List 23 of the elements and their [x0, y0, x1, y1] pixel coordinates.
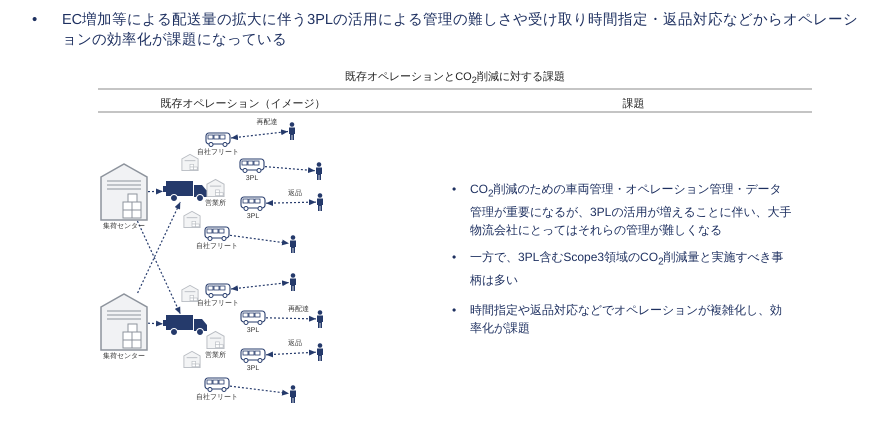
bullet-text: EC増加等による配送量の拡大に伴う3PLの活用による管理の難しさや受け取り時間指定・返品対応などからオペレーションの効率化が課題になっている: [62, 10, 859, 50]
bullet-marker: •: [452, 181, 456, 198]
dotted-arrow: [266, 350, 316, 358]
dotted-arrow: [148, 188, 163, 194]
column-header: 既存オペレーション（イメージ）: [160, 98, 326, 110]
dotted-arrow: [266, 199, 316, 206]
dotted-arrow: [266, 316, 316, 322]
bullet-marker: •: [452, 249, 456, 266]
dotted-arrow: [137, 202, 181, 294]
dotted-arrow: [230, 386, 290, 396]
dotted-arrow: [230, 280, 290, 292]
column-header: 課題: [622, 98, 644, 110]
dotted-arrow: [264, 166, 316, 174]
bullet-text: CO$_{2}$削減のための車両管理・オペレーション管理・データ管理が重要になるが、3PLの活用が増えることに伴い、大手物流会社にとってはそれらの管理が難しくなる: [470, 181, 792, 240]
bullet-text: 一方で、3PL含むScope3領域のCO$_{2}$削減量と実施すべき事柄は多い: [470, 249, 785, 290]
table-heading: 既存オペレーションとCO$_{2}$削減に対する課題: [345, 71, 565, 83]
bullet-text: 時間指定や返品対応などでオペレーションが複雑化し、効率化が課題: [470, 302, 783, 337]
dotted-arrow: [230, 129, 288, 140]
dotted-arrow: [136, 220, 181, 314]
dotted-arrow: [148, 320, 164, 327]
bullet-marker: •: [32, 10, 38, 30]
bullet-marker: •: [452, 302, 456, 319]
dotted-arrow: [230, 234, 290, 246]
